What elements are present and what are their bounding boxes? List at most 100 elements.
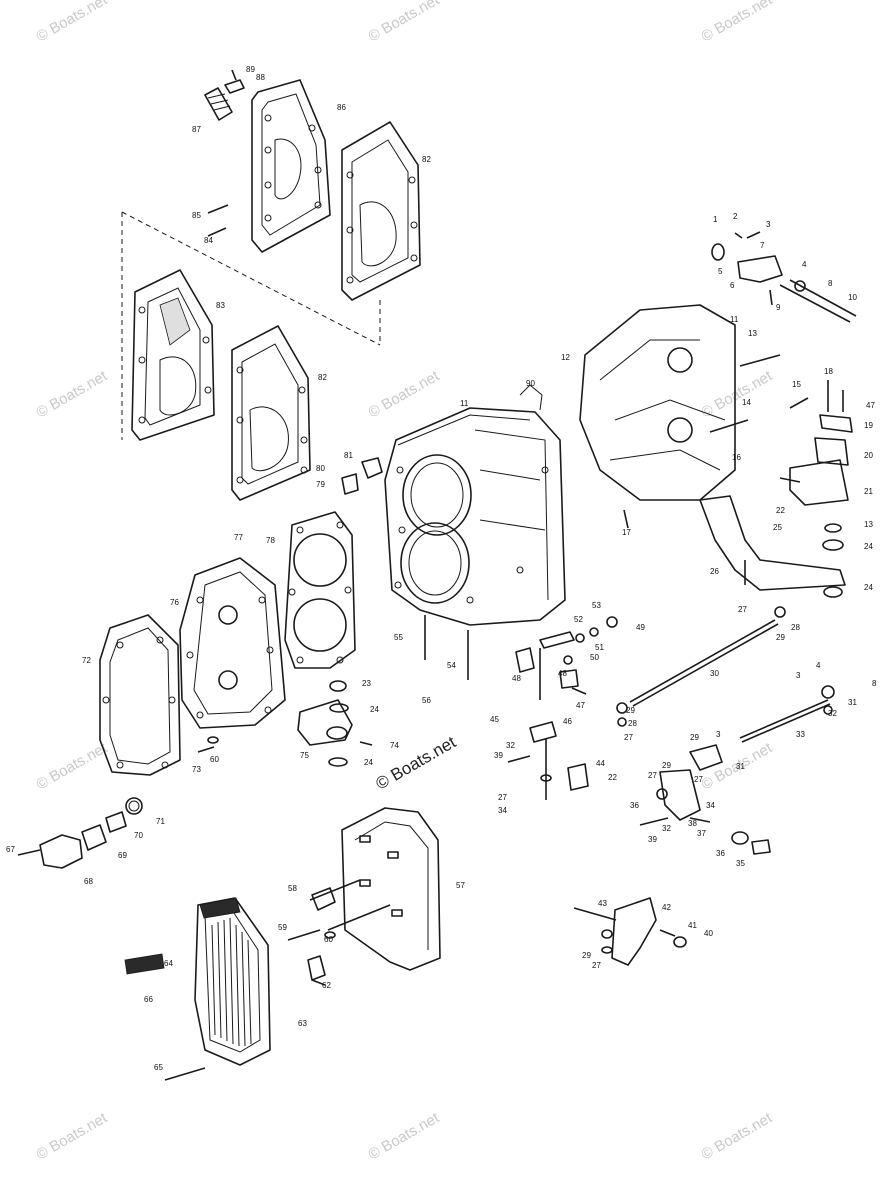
callout-11: 11	[460, 399, 469, 408]
callout-28b: 28	[628, 719, 637, 728]
callout-79: 79	[316, 480, 325, 489]
callout-42: 42	[662, 903, 671, 912]
callout-66: 66	[144, 995, 153, 1004]
callout-15: 15	[792, 380, 801, 389]
callout-46: 46	[563, 717, 572, 726]
callout-52: 52	[574, 615, 583, 624]
callout-39: 39	[494, 751, 503, 760]
callout-36: 36	[630, 801, 639, 810]
callout-85: 85	[192, 211, 201, 220]
callout-6: 6	[730, 281, 735, 290]
callout-78: 78	[266, 536, 275, 545]
callout-89: 89	[246, 65, 255, 74]
watermark: © Boats.net	[34, 367, 111, 421]
callout-49: 49	[636, 623, 645, 632]
callout-44: 44	[596, 759, 605, 768]
callout-labels: 89 88 87 86 82 85 84 83 82 90 11 81 80 7…	[6, 65, 877, 1072]
callout-51: 51	[595, 643, 604, 652]
callout-76: 76	[170, 598, 179, 607]
watermark: © Boats.net	[34, 739, 111, 793]
watermark: © Boats.net	[366, 1109, 443, 1163]
fuel-pump-68	[17, 797, 143, 869]
callout-88: 88	[256, 73, 265, 82]
bolts-73	[197, 736, 219, 753]
throttle-shaft-assembly	[507, 616, 618, 800]
callout-4b: 4	[816, 661, 821, 670]
callout-25: 25	[773, 523, 782, 532]
callout-82b: 82	[318, 373, 327, 382]
callout-22: 22	[776, 506, 785, 515]
callout-21: 21	[864, 487, 873, 496]
motor-cover-57	[309, 807, 441, 971]
callout-31b: 31	[736, 762, 745, 771]
callout-10: 10	[848, 293, 857, 302]
callout-74: 74	[390, 741, 399, 750]
small-parts-top-left	[204, 69, 245, 237]
spark-lever-linkage	[639, 744, 771, 855]
bracket-42	[573, 897, 687, 966]
watermark: © Boats.net	[699, 1109, 776, 1163]
callout-86: 86	[337, 103, 346, 112]
callout-62: 62	[322, 981, 331, 990]
callout-77: 77	[234, 533, 243, 542]
callout-22b: 22	[608, 773, 617, 782]
callout-13: 13	[748, 329, 757, 338]
callout-68: 68	[84, 877, 93, 886]
callout-29d: 29	[662, 761, 671, 770]
callout-37: 37	[697, 829, 706, 838]
watermark: © Boats.net	[366, 367, 443, 421]
callout-8: 8	[828, 279, 833, 288]
callout-72: 72	[82, 656, 91, 665]
callout-80: 80	[316, 464, 325, 473]
exhaust-cover-86	[251, 79, 331, 253]
callout-27c: 27	[498, 793, 507, 802]
callout-81: 81	[344, 451, 353, 460]
callout-8b: 8	[872, 679, 877, 688]
callout-3b: 3	[796, 671, 801, 680]
callout-20: 20	[864, 451, 873, 460]
callout-9: 9	[776, 303, 781, 312]
callout-34: 34	[498, 806, 507, 815]
callout-47b: 47	[576, 701, 585, 710]
callout-65: 65	[154, 1063, 163, 1072]
throttle-rod-30	[616, 606, 786, 727]
sender-58	[287, 887, 336, 986]
callout-29: 29	[776, 633, 785, 642]
callout-11b: 11	[730, 315, 739, 324]
watermark: © Boats.net	[699, 367, 776, 421]
thermostat-housing-75	[297, 680, 373, 767]
alignment-lines	[121, 211, 381, 440]
callout-4: 4	[802, 260, 807, 269]
callout-33: 33	[796, 730, 805, 739]
callout-24d: 24	[864, 583, 873, 592]
callout-73: 73	[192, 765, 201, 774]
watermark: © Boats.net	[699, 0, 776, 45]
callout-18: 18	[824, 367, 833, 376]
callout-34b: 34	[706, 801, 715, 810]
callout-60: 60	[210, 755, 219, 764]
callout-31: 31	[848, 698, 857, 707]
callout-48: 48	[512, 674, 521, 683]
crankcase-11	[384, 384, 566, 680]
callout-64: 64	[164, 959, 173, 968]
callout-1: 1	[713, 215, 718, 224]
callout-29c: 29	[690, 733, 699, 742]
exhaust-gasket-82-upper	[341, 121, 421, 301]
callout-27: 27	[738, 605, 747, 614]
callout-23: 23	[362, 679, 371, 688]
callout-47: 47	[866, 401, 875, 410]
callout-56: 56	[422, 696, 431, 705]
callout-7: 7	[760, 241, 765, 250]
callout-83: 83	[216, 301, 225, 310]
callout-16: 16	[732, 453, 741, 462]
decal-66	[124, 953, 165, 975]
callout-75: 75	[300, 751, 309, 760]
callout-48b: 48	[558, 669, 567, 678]
watermark: © Boats.net	[34, 0, 111, 45]
callout-32: 32	[506, 741, 515, 750]
callout-90: 90	[526, 379, 535, 388]
callout-63: 63	[298, 1019, 307, 1028]
callout-50: 50	[590, 653, 599, 662]
callout-45: 45	[490, 715, 499, 724]
callout-71: 71	[156, 817, 165, 826]
